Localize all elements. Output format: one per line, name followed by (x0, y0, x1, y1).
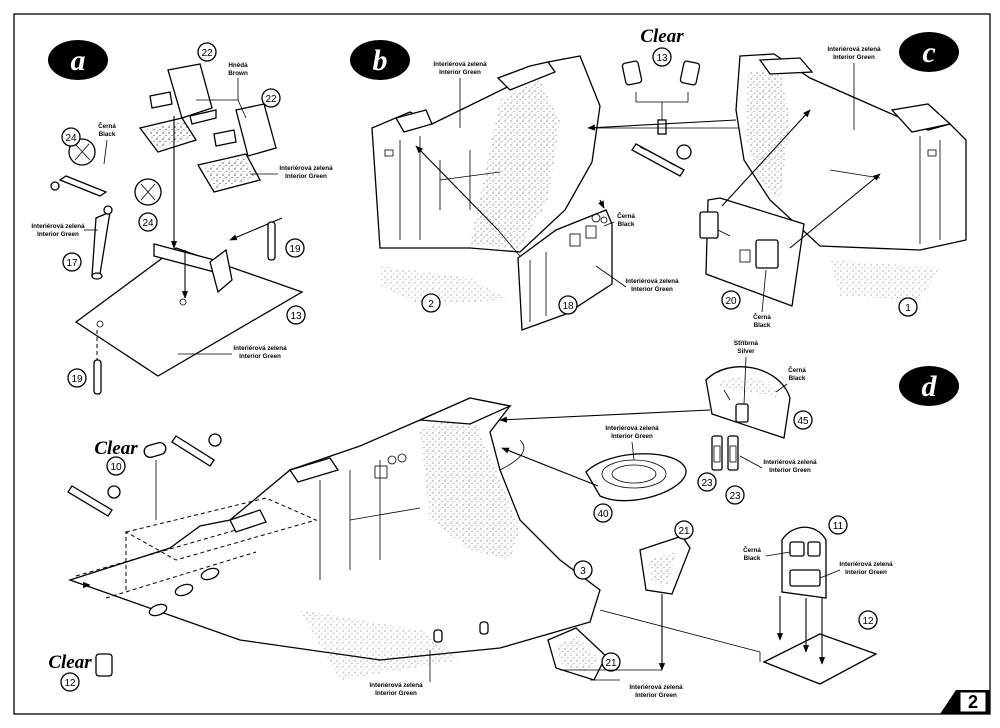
step-a-letter: a (71, 44, 86, 77)
note-green-a1-cz: Interiérová zelená (279, 165, 333, 172)
step-b: b Interiérová zelená Interior Green 2 (350, 26, 740, 331)
part-19-right: 19 (289, 244, 301, 255)
note-green-c-cz: Interiérová zelená (827, 46, 881, 53)
note-green-d5-en: Interior Green (845, 569, 887, 576)
part-22-top: 22 (201, 48, 213, 59)
instrument-panel-18 (517, 209, 613, 331)
step-d-badge (899, 366, 959, 406)
note-green-a2-cz: Interiérová zelená (31, 223, 85, 230)
note-green-d5-cz: Interiérová zelená (839, 561, 893, 568)
seat-22-left (138, 63, 217, 153)
side-panel-20 (699, 197, 805, 307)
note-green-c-en: Interior Green (833, 54, 875, 61)
note-black-b-cz: Černá (617, 211, 635, 220)
step-a: a 22 22 Hnědá Brown Interiérová zelená I… (31, 40, 333, 395)
fuselage-half-1 (735, 53, 967, 300)
step-c: c Interiérová zelená Interior Green 1 (587, 32, 967, 329)
part-45: 45 (797, 416, 809, 427)
part-20: 20 (725, 296, 737, 307)
note-green-b1-cz: Interiérová zelená (433, 61, 487, 68)
step-b-letter: b (373, 44, 388, 77)
rear-panel-11 (781, 526, 827, 599)
part-17: 17 (66, 258, 78, 269)
note-black-d2-cz: Černá (743, 545, 761, 554)
part-21-a: 21 (678, 526, 690, 537)
note-green-d1-cz: Interiérová zelená (605, 425, 659, 432)
note-green-a1-en: Interior Green (285, 173, 327, 180)
page-border (13, 13, 991, 715)
clear-label-d-bottom: Clear (48, 652, 92, 673)
seat-pad-40 (585, 453, 687, 502)
part-24-bottom: 24 (142, 218, 154, 229)
note-green-d3-en: Interior Green (635, 692, 677, 699)
part-11: 11 (833, 521, 844, 532)
floor-12 (762, 633, 878, 685)
part-2: 2 (428, 299, 434, 310)
part-24-top: 24 (65, 133, 77, 144)
note-brown-en: Brown (228, 70, 248, 77)
step-b-badge (350, 40, 410, 80)
note-black-d1-en: Black (789, 375, 806, 382)
part-13-floor: 13 (290, 311, 302, 322)
part-13-clear: 13 (656, 53, 668, 64)
note-green-d4-cz: Interiérová zelená (369, 682, 423, 689)
clear-label-d-top: Clear (94, 438, 138, 459)
part-12-clear: 12 (64, 678, 76, 689)
part-12: 12 (862, 616, 874, 627)
page-number-tab: 2 (940, 690, 990, 714)
note-silver-en: Silver (737, 348, 755, 355)
fuselage-half-2 (371, 55, 601, 304)
note-green-b2-en: Interior Green (631, 286, 673, 293)
part-18: 18 (562, 301, 574, 312)
seat-21-upper (639, 535, 691, 595)
part-23-a: 23 (701, 478, 713, 489)
note-green-d2-en: Interior Green (769, 467, 811, 474)
part-3: 3 (580, 566, 586, 577)
note-green-a2-en: Interior Green (37, 231, 79, 238)
note-black-a-cz: Černá (98, 121, 116, 130)
step-c-badge (899, 32, 959, 72)
part-21-b: 21 (605, 658, 617, 669)
step-a-badge (48, 40, 108, 80)
seat-21-lower (547, 627, 607, 681)
note-green-d1-en: Interior Green (611, 433, 653, 440)
step-c-letter: c (922, 36, 935, 69)
note-black-c-en: Black (754, 322, 771, 329)
note-black-d1-cz: Černá (788, 365, 806, 374)
note-brown-cz: Hnědá (228, 62, 248, 69)
note-green-d3-cz: Interiérová zelená (629, 684, 683, 691)
step-d: d Clear 10 (48, 340, 959, 699)
seat-22-right (196, 103, 277, 193)
note-green-a3-en: Interior Green (239, 353, 281, 360)
part-22-right: 22 (265, 94, 277, 105)
floor-13 (74, 247, 304, 377)
note-green-a3-cz: Interiérová zelená (233, 345, 287, 352)
note-silver-cz: Stříbrná (734, 340, 759, 347)
note-green-d2-cz: Interiérová zelená (763, 459, 817, 466)
note-green-b1-en: Interior Green (439, 69, 481, 76)
note-black-a-en: Black (99, 131, 116, 138)
part-10: 10 (110, 462, 122, 473)
part-23-b: 23 (729, 491, 741, 502)
step-d-letter: d (922, 370, 938, 403)
part-19-bottom: 19 (71, 374, 83, 385)
fuselage-half-3 (67, 397, 601, 680)
clear-label-b: Clear (640, 26, 684, 47)
canopy-45 (705, 366, 791, 439)
note-black-c-cz: Černá (753, 312, 771, 321)
note-black-b-en: Black (618, 221, 635, 228)
note-green-b2-cz: Interiérová zelená (625, 278, 679, 285)
note-black-d2-en: Black (744, 555, 761, 562)
part-40: 40 (597, 509, 609, 520)
page-number: 2 (968, 692, 978, 712)
note-green-d4-en: Interior Green (375, 690, 417, 697)
part-1: 1 (905, 303, 911, 314)
